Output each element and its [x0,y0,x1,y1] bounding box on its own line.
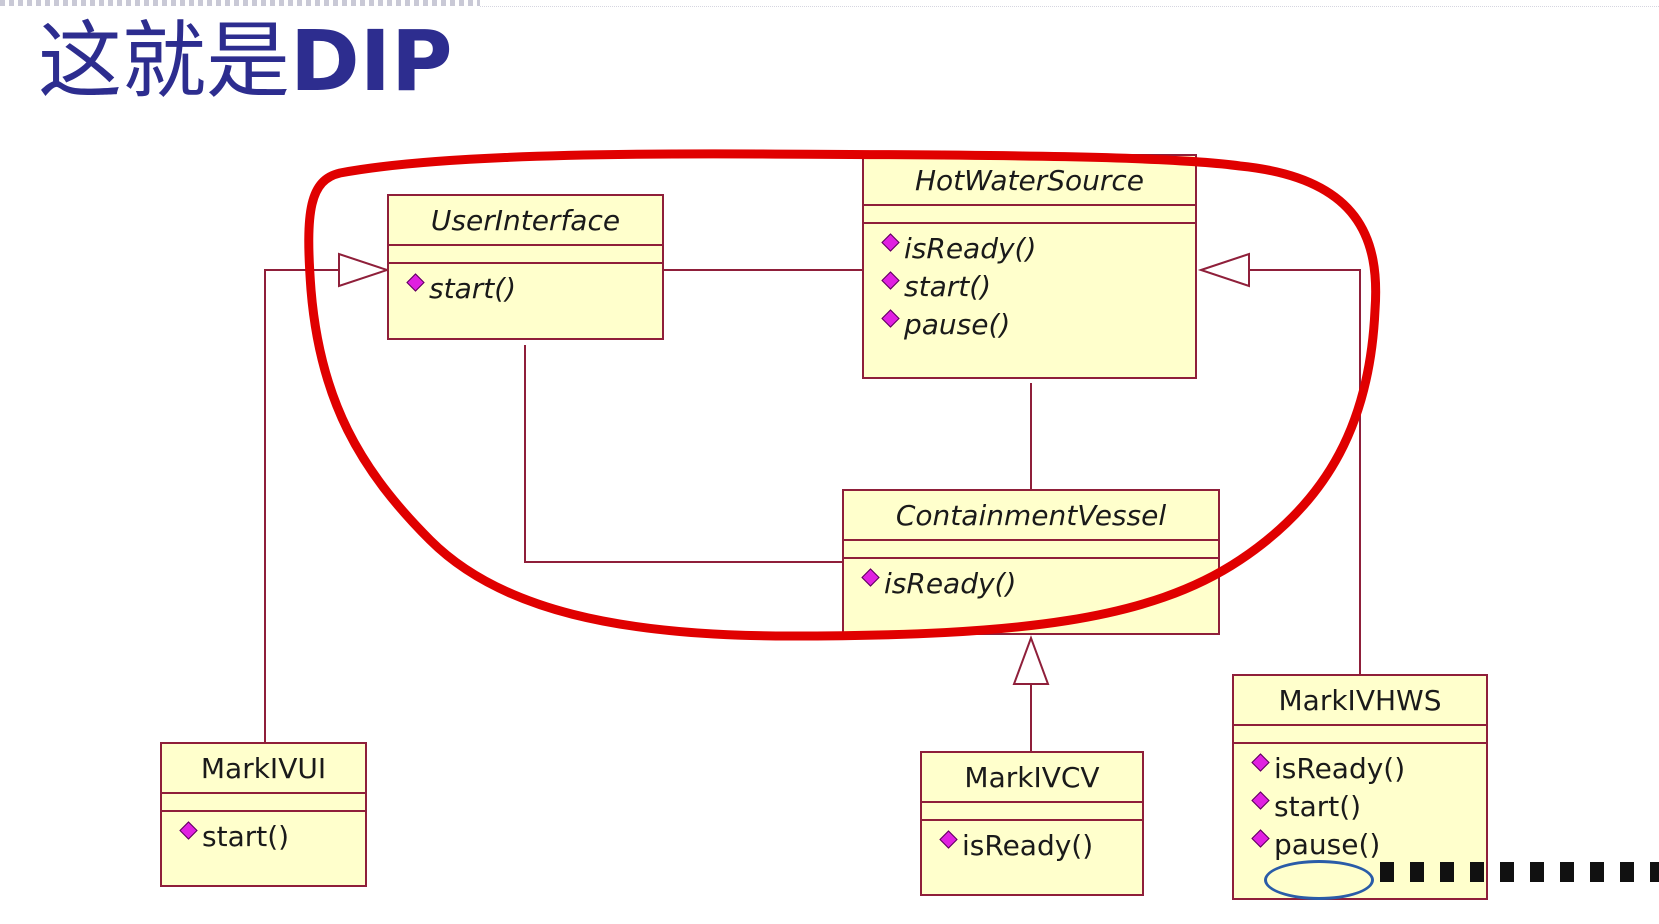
attribute-compartment [1234,726,1486,744]
class-mark-iv-cv: MarkIVCV isReady() [920,751,1144,896]
operation-compartment: isReady() [922,821,1142,865]
slide-title: 这就是DIP [38,6,453,116]
inheritance-arrow-hws [1197,252,1250,288]
operation-row: isReady() [1251,750,1486,788]
operation-compartment: start() [162,812,365,856]
method-icon [1251,829,1270,848]
decorative-logo-text-icon [1380,862,1659,882]
method-icon [1251,791,1270,810]
operation-label: isReady() [904,232,1037,265]
class-name: MarkIVCV [922,753,1142,803]
operation-label: isReady() [1274,752,1406,785]
operation-compartment: isReady() start() pause() [1234,744,1486,864]
method-icon [881,271,900,290]
operation-label: pause() [1274,828,1381,861]
method-icon [406,273,425,292]
operation-row: isReady() [881,230,1195,268]
method-icon [861,568,880,587]
slide-title-chinese: 这就是 [38,12,291,110]
operation-row: pause() [881,306,1195,344]
operation-row: start() [179,818,365,856]
class-containment-vessel: ContainmentVessel isReady() [842,489,1220,635]
class-name: UserInterface [389,196,662,246]
class-name: HotWaterSource [864,156,1195,206]
attribute-compartment [162,794,365,812]
class-name: MarkIVUI [162,744,365,794]
operation-row: isReady() [861,565,1218,603]
attribute-compartment [922,803,1142,821]
attribute-compartment [389,246,662,264]
class-name: ContainmentVessel [844,491,1218,541]
attribute-compartment [864,206,1195,224]
slide-title-dip: DIP [290,12,453,110]
operation-compartment: start() [389,264,662,308]
class-mark-iv-ui: MarkIVUI start() [160,742,367,887]
operation-label: start() [202,820,290,853]
class-name: MarkIVHWS [1234,676,1486,726]
operation-row: isReady() [939,827,1142,865]
operation-compartment: isReady() start() pause() [864,224,1195,344]
university-logo-icon [1264,860,1374,900]
operation-row: start() [406,270,662,308]
generalization-markivui-ui [264,269,339,742]
inheritance-arrow-cv [1012,635,1050,685]
operation-row: start() [1251,788,1486,826]
operation-compartment: isReady() [844,559,1218,603]
attribute-compartment [844,541,1218,559]
inheritance-arrow-ui [338,252,391,288]
operation-row: start() [881,268,1195,306]
operation-row: pause() [1251,826,1486,864]
assoc-ui-cv [524,345,842,563]
method-icon [939,830,958,849]
decorative-top-rule [480,6,1659,7]
class-user-interface: UserInterface start() [387,194,664,340]
operation-label: start() [429,272,517,305]
decorative-top-dots [0,0,480,6]
operation-label: isReady() [962,829,1094,862]
method-icon [881,233,900,252]
method-icon [1251,753,1270,772]
operation-label: isReady() [884,567,1017,600]
operation-label: pause() [904,308,1011,341]
method-icon [881,309,900,328]
method-icon [179,821,198,840]
operation-label: start() [1274,790,1362,823]
class-hot-water-source: HotWaterSource isReady() start() pause() [862,154,1197,379]
generalization-markivhws-hws [1249,269,1361,674]
operation-label: start() [904,270,992,303]
